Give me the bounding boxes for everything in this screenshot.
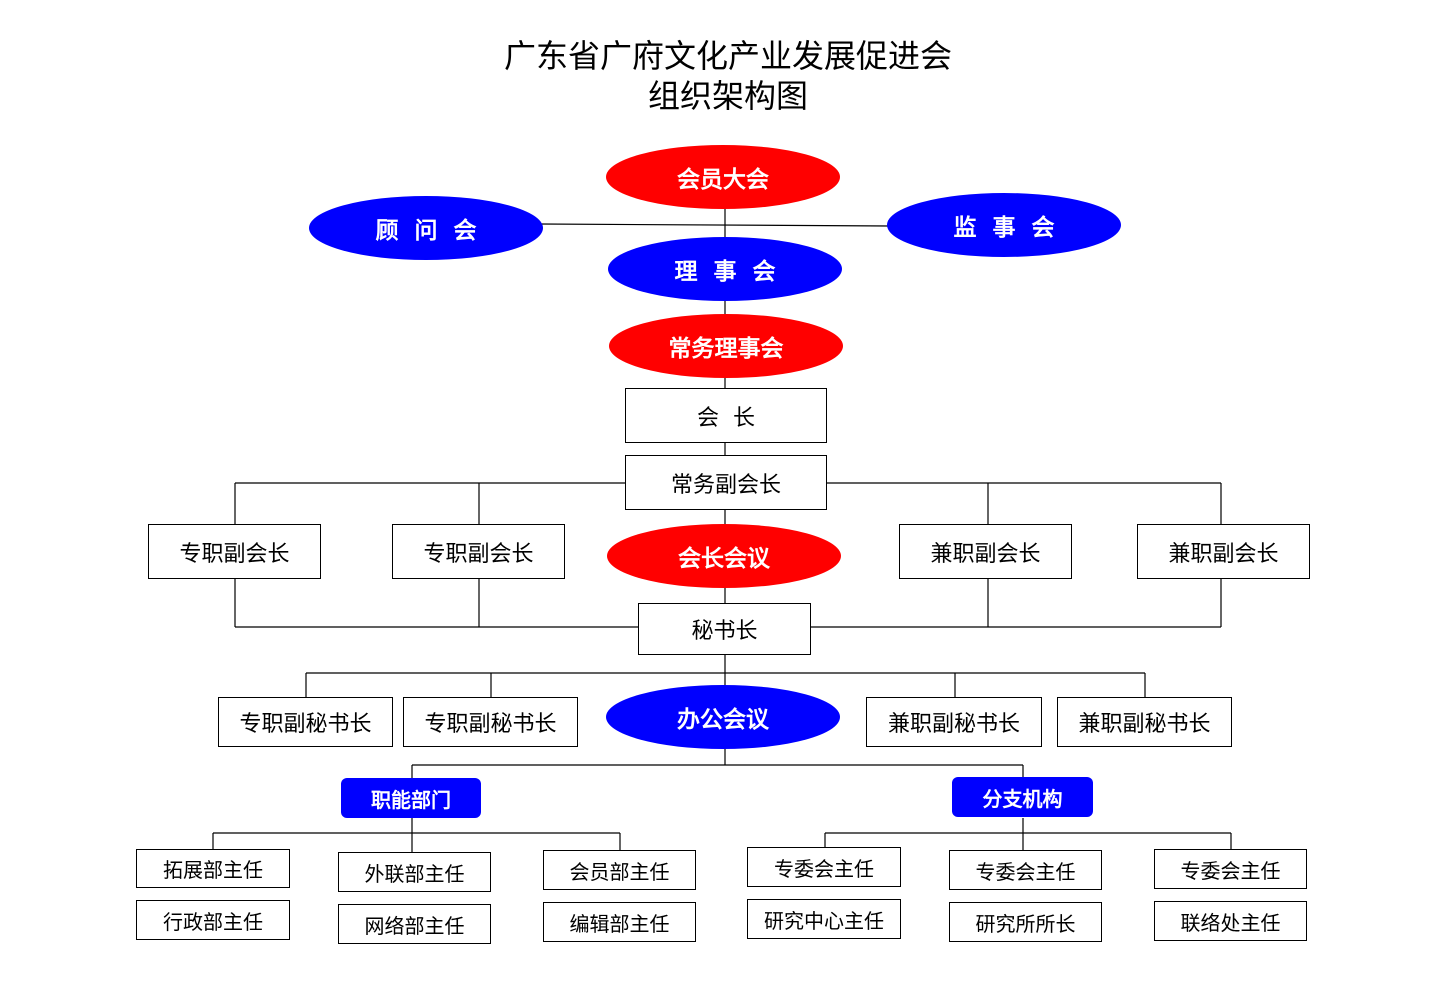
advisory-committee-node: 顾 问 会 — [309, 196, 543, 260]
chart-subtitle: 组织架构图 — [647, 77, 808, 115]
parttime-vp-box-1: 兼职副会长 — [899, 524, 1072, 579]
standing-council-node: 常务理事会 — [609, 314, 843, 378]
functional-departments-label: 职能部门 — [341, 778, 481, 818]
committee-director-box-2: 专委会主任 — [949, 850, 1102, 890]
chart-title: 广东省广府文化产业发展促进会 — [503, 37, 952, 75]
general-assembly-node: 会员大会 — [606, 145, 840, 209]
network-dept-box: 网络部主任 — [338, 904, 491, 944]
executive-vp-box: 常务副会长 — [625, 455, 827, 510]
admin-dept-box: 行政部主任 — [136, 900, 290, 940]
committee-director-box-1: 专委会主任 — [747, 847, 901, 887]
president-meeting-node: 会长会议 — [607, 524, 841, 588]
office-meeting-node: 办公会议 — [606, 685, 840, 749]
institute-head-box: 研究所所长 — [949, 902, 1102, 942]
editing-dept-box: 编辑部主任 — [543, 902, 696, 942]
parttime-deputy-secretary-box-1: 兼职副秘书长 — [866, 697, 1042, 747]
fulltime-vp-box-2: 专职副会长 — [392, 524, 565, 579]
branch-organizations-label: 分支机构 — [952, 777, 1093, 817]
parttime-vp-box-2: 兼职副会长 — [1137, 524, 1310, 579]
liaison-dept-box: 外联部主任 — [338, 852, 491, 892]
president-box: 会 长 — [625, 388, 827, 443]
fulltime-deputy-secretary-box-1: 专职副秘书长 — [218, 697, 393, 747]
research-center-box: 研究中心主任 — [747, 899, 901, 939]
council-node: 理 事 会 — [608, 237, 842, 301]
member-dept-box: 会员部主任 — [543, 850, 696, 890]
expansion-dept-box: 拓展部主任 — [136, 849, 290, 888]
parttime-deputy-secretary-box-2: 兼职副秘书长 — [1057, 697, 1232, 747]
fulltime-vp-box-1: 专职副会长 — [148, 524, 321, 579]
committee-director-box-3: 专委会主任 — [1154, 849, 1307, 889]
supervisory-board-node: 监 事 会 — [887, 193, 1121, 257]
fulltime-deputy-secretary-box-2: 专职副秘书长 — [403, 697, 578, 747]
secretary-general-box: 秘书长 — [638, 603, 811, 655]
liaison-office-box: 联络处主任 — [1154, 901, 1307, 941]
